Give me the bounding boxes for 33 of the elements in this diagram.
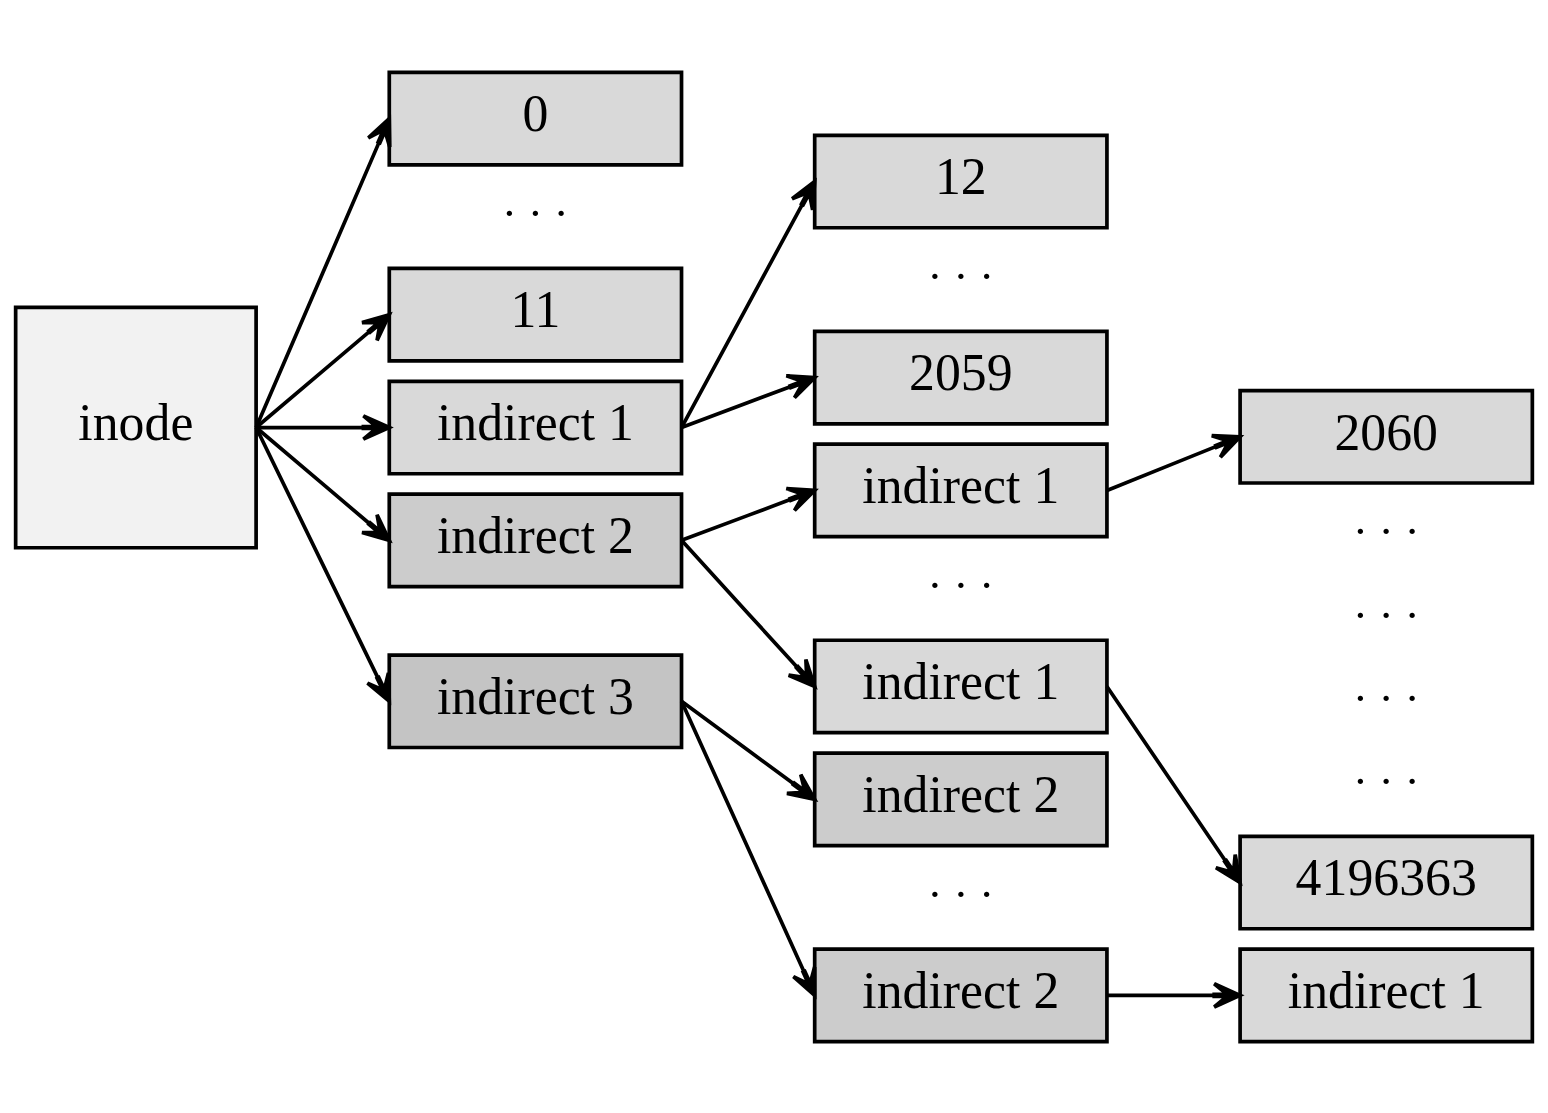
arrow bbox=[1106, 433, 1242, 492]
node-box: indirect 2 bbox=[812, 946, 1109, 1043]
arrow bbox=[680, 486, 817, 542]
label: · · · bbox=[1352, 505, 1420, 556]
node-box: 4196363 bbox=[1238, 833, 1535, 931]
arrow bbox=[680, 373, 817, 429]
node-box: indirect 1 bbox=[812, 441, 1109, 538]
node-box: indirect 1 bbox=[812, 637, 1109, 735]
node-box: indirect 2 bbox=[387, 491, 684, 588]
label: · · · bbox=[927, 868, 995, 919]
node-box: 11 bbox=[387, 266, 684, 363]
label: · · · bbox=[927, 559, 995, 610]
arrow bbox=[1106, 981, 1242, 1009]
node-box: 2060 bbox=[1238, 388, 1535, 485]
node-box: indirect 1 bbox=[1238, 946, 1535, 1043]
label: · · · bbox=[927, 250, 995, 301]
node-box: 0 bbox=[387, 70, 684, 167]
arrow bbox=[256, 413, 392, 441]
label: · · · bbox=[1352, 755, 1420, 806]
node-box: indirect 3 bbox=[387, 652, 684, 749]
label: · · · bbox=[1352, 672, 1420, 723]
arrow bbox=[254, 426, 392, 703]
node-box: 2059 bbox=[812, 329, 1109, 426]
arrow bbox=[1105, 684, 1242, 884]
node-box: indirect 2 bbox=[812, 750, 1109, 847]
arrow bbox=[680, 699, 817, 801]
label: · · · bbox=[1352, 589, 1420, 640]
node-box: inode bbox=[13, 304, 258, 550]
node-box: 12 bbox=[812, 132, 1109, 230]
node-box: indirect 1 bbox=[387, 378, 684, 476]
arrow bbox=[254, 116, 392, 428]
label: · · · bbox=[502, 187, 569, 238]
arrow bbox=[680, 538, 817, 688]
